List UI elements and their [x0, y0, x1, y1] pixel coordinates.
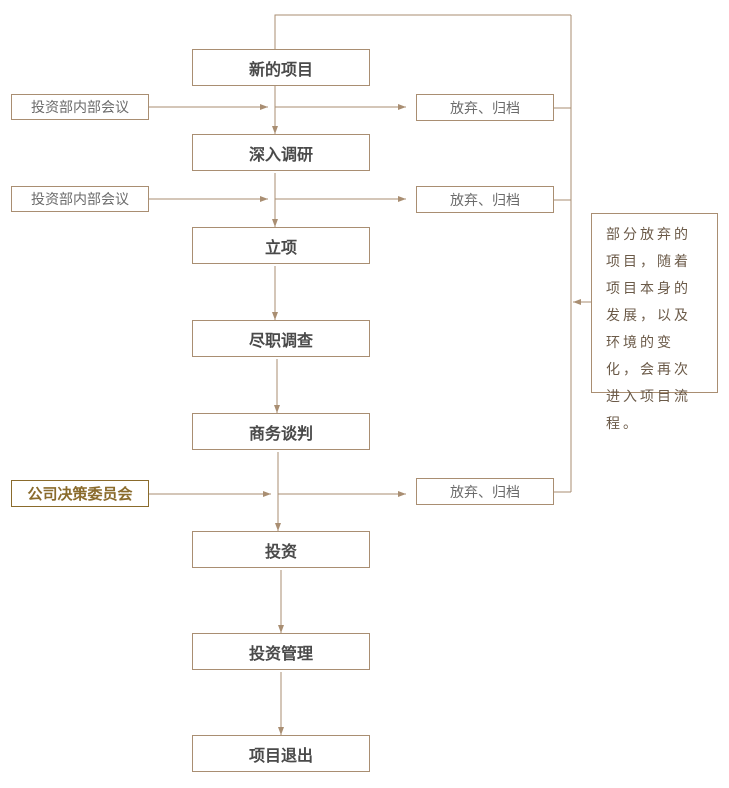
- step-new-project: 新的项目: [192, 49, 370, 86]
- loop-back-line: [274, 14, 571, 49]
- meeting-internal-2: 投资部内部会议: [11, 186, 149, 212]
- archive-box-3: 放弃、归档: [416, 478, 554, 505]
- step-investment: 投资: [192, 531, 370, 568]
- step-deep-research: 深入调研: [192, 134, 370, 171]
- archive-box-1: 放弃、归档: [416, 94, 554, 121]
- step-approval: 立项: [192, 227, 370, 264]
- step-investment-management: 投资管理: [192, 633, 370, 670]
- step-project-exit: 项目退出: [192, 735, 370, 772]
- step-due-diligence: 尽职调查: [192, 320, 370, 357]
- meeting-decision-committee: 公司决策委员会: [11, 480, 149, 507]
- reentry-note: 部分放弃的项目，随着项目本身的发展，以及环境的变化，会再次进入项目流程。: [591, 213, 718, 432]
- step-negotiation: 商务谈判: [192, 413, 370, 450]
- archive-box-2: 放弃、归档: [416, 186, 554, 213]
- meeting-internal-1: 投资部内部会议: [11, 94, 149, 120]
